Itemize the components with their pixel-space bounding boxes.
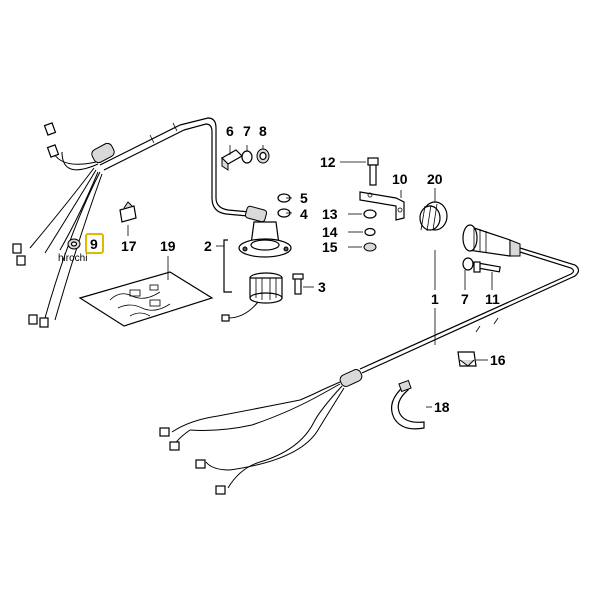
screw-12 <box>367 157 379 186</box>
callout-10: 10 <box>392 171 408 187</box>
callout-numbers: 6 7 8 5 4 2 3 12 10 20 13 14 15 1 7 11 1… <box>85 123 506 415</box>
callout-7-top: 7 <box>243 123 251 139</box>
callout-5: 5 <box>300 190 308 206</box>
manual-booklet-19 <box>78 271 214 327</box>
nut-15 <box>363 242 377 252</box>
socket-assembly <box>211 197 292 322</box>
leader-lines <box>127 145 493 408</box>
callout-9-highlight <box>85 233 104 254</box>
clip-9 <box>67 238 81 250</box>
callout-17: 17 <box>121 238 137 254</box>
clip-16 <box>457 351 477 367</box>
callout-18: 18 <box>434 399 450 415</box>
lower-wiring-harness <box>159 381 345 495</box>
callout-8: 8 <box>259 123 267 139</box>
screw-11 <box>473 261 501 273</box>
callout-1: 1 <box>431 291 439 307</box>
callout-14: 14 <box>322 224 338 240</box>
callout-3: 3 <box>318 279 326 295</box>
washer-14 <box>364 227 376 237</box>
callout-9: 9 <box>90 236 98 252</box>
callout-6: 6 <box>226 123 234 139</box>
ring-20 <box>419 201 448 232</box>
callout-4: 4 <box>300 206 308 222</box>
plug-connector <box>462 224 521 257</box>
clamp-18 <box>391 379 425 430</box>
callout-20: 20 <box>427 171 443 187</box>
callout-16: 16 <box>490 352 506 368</box>
callout-7-right: 7 <box>461 291 469 307</box>
watermark: hirochi <box>58 253 87 264</box>
clip-17 <box>119 201 137 223</box>
screw-3 <box>292 273 304 295</box>
bracket-10 <box>359 191 405 221</box>
callout-2: 2 <box>204 238 212 254</box>
callout-12: 12 <box>320 154 336 170</box>
callout-13: 13 <box>322 206 338 222</box>
parts-6-7-8 <box>221 148 270 171</box>
main-cable-1 <box>339 247 580 387</box>
washer-13 <box>363 209 377 219</box>
callout-15: 15 <box>322 239 338 255</box>
washer-7-right <box>462 257 474 271</box>
callout-11: 11 <box>485 291 500 307</box>
upper-wiring-harness <box>12 117 217 328</box>
callout-19: 19 <box>160 238 176 254</box>
